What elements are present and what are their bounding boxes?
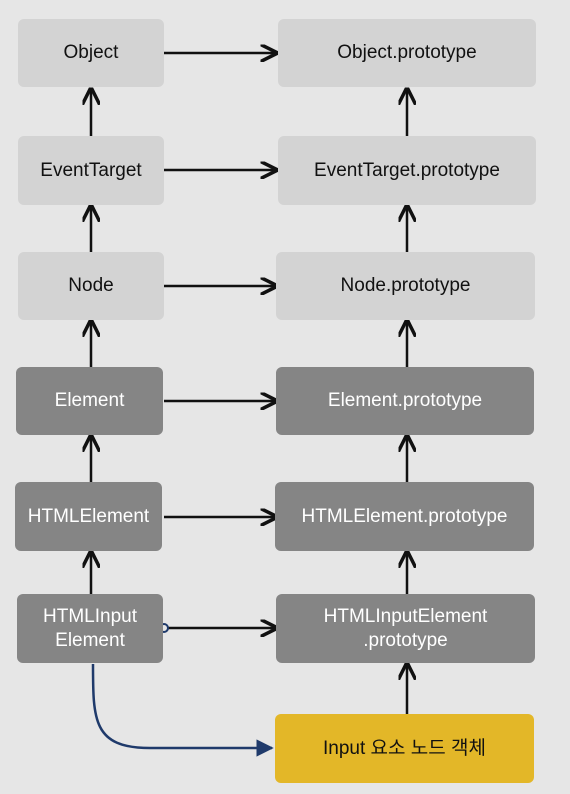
constructor-element-label: Element	[54, 390, 125, 411]
constructor-eventtarget-label: EventTarget	[40, 159, 142, 181]
prototype-htmlelement: HTMLElement.prototype	[275, 482, 534, 551]
constructor-object: Object	[18, 19, 164, 87]
prototype-eventtarget-label: EventTarget.prototype	[314, 159, 500, 181]
prototype-element: Element.prototype	[276, 367, 534, 435]
prototype-node: Node.prototype	[276, 252, 535, 320]
prototype-object: Object.prototype	[278, 19, 536, 87]
constructor-node: Node	[18, 252, 164, 320]
constructor-node-label: Node	[68, 275, 114, 296]
instance-label: Input 요소 노드 객체	[323, 737, 486, 759]
constructor-object-label: Object	[63, 42, 119, 63]
prototype-htmlinputelement: HTMLInputElement .prototype	[276, 594, 535, 663]
prototype-htmlinputelement-label: HTMLInputElement .prototype	[323, 605, 488, 651]
prototype-object-label: Object.prototype	[337, 42, 477, 63]
constructor-eventtarget: EventTarget	[18, 136, 164, 205]
input-element-node-object: Input 요소 노드 객체	[275, 714, 534, 783]
constructor-htmlelement-label: HTMLElement	[27, 505, 150, 527]
prototype-element-label: Element.prototype	[327, 390, 483, 411]
prototype-node-label: Node.prototype	[340, 275, 471, 296]
constructor-element: Element	[16, 367, 163, 435]
constructor-htmlinputelement-label: HTMLInput Element	[43, 605, 137, 651]
arrow-htmlinputelement-to-instance	[91, 663, 274, 757]
constructor-htmlinputelement: HTMLInput Element	[17, 594, 163, 663]
constructor-htmlelement: HTMLElement	[15, 482, 162, 551]
prototype-eventtarget: EventTarget.prototype	[278, 136, 536, 205]
prototype-htmlelement-label: HTMLElement.prototype	[301, 505, 508, 527]
